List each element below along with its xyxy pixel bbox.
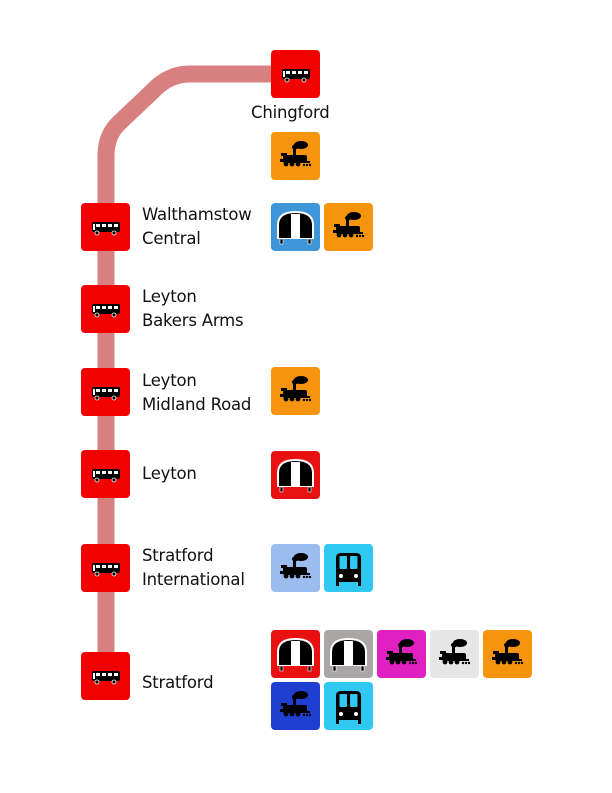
bus-glyph-icon: [92, 469, 120, 483]
stop-name-line: Walthamstow: [142, 205, 252, 224]
bus-glyph-icon: [92, 304, 120, 318]
stop-stratford-label: Stratford: [142, 671, 214, 695]
bus-glyph-icon: [92, 222, 120, 236]
tube-train-icon: [330, 638, 367, 672]
stop-name-line: Midland Road: [142, 395, 252, 414]
steam-train-icon: [333, 212, 365, 238]
stop-leyton-bakers-arms-bus-icon[interactable]: [81, 285, 130, 333]
steam-train-icon: [439, 639, 471, 665]
tube-train-icon: [277, 459, 314, 493]
stop-leyton-midland-road-label: Leyton Midland Road: [142, 369, 251, 417]
steam-train-icon: [280, 691, 312, 717]
stop-name-line: Leyton: [142, 464, 197, 483]
bus-glyph-icon: [92, 671, 120, 685]
steam-train-interchange-icon[interactable]: [430, 630, 479, 678]
bus-glyph-icon: [92, 563, 120, 577]
stop-chingford-bus-icon[interactable]: [271, 50, 320, 98]
stop-name-line: Leyton: [142, 287, 197, 306]
steam-train-interchange-icon[interactable]: [271, 682, 320, 730]
stop-name-line: Chingford: [251, 103, 330, 122]
stop-leyton-label: Leyton: [142, 462, 197, 486]
steam-train-icon: [280, 376, 312, 402]
steam-train-interchange-icon[interactable]: [324, 203, 373, 251]
tube-train-interchange-icon[interactable]: [324, 630, 373, 678]
dlr-train-icon: [336, 553, 361, 586]
stop-name-line: Stratford: [142, 673, 214, 692]
dlr-train-interchange-icon[interactable]: [324, 682, 373, 730]
steam-train-interchange-icon[interactable]: [271, 367, 320, 415]
stop-stratford-international-bus-icon[interactable]: [81, 544, 130, 592]
stop-name-line: Stratford: [142, 546, 214, 565]
stop-stratford-bus-icon[interactable]: [81, 652, 130, 700]
stop-leyton-bus-icon[interactable]: [81, 450, 130, 498]
steam-train-interchange-icon[interactable]: [271, 544, 320, 592]
tube-train-interchange-icon[interactable]: [271, 630, 320, 678]
stop-name-line: Leyton: [142, 371, 197, 390]
steam-train-interchange-icon[interactable]: [483, 630, 532, 678]
tube-train-interchange-icon[interactable]: [271, 203, 320, 251]
stop-walthamstow-central-bus-icon[interactable]: [81, 203, 130, 251]
tube-train-icon: [277, 211, 314, 245]
steam-train-icon: [492, 639, 524, 665]
stop-name-line: International: [142, 570, 245, 589]
stop-chingford-label: Chingford: [251, 101, 330, 125]
dlr-train-icon: [336, 691, 361, 724]
stop-stratford-international-label: Stratford International: [142, 544, 245, 592]
stop-name-line: Central: [142, 229, 201, 248]
bus-glyph-icon: [92, 387, 120, 401]
dlr-train-interchange-icon[interactable]: [324, 544, 373, 592]
stop-name-line: Bakers Arms: [142, 311, 244, 330]
stop-walthamstow-central-label: Walthamstow Central: [142, 203, 252, 251]
steam-train-icon: [386, 639, 418, 665]
route-line: [97, 65, 295, 680]
stop-leyton-bakers-arms-label: Leyton Bakers Arms: [142, 285, 244, 333]
steam-train-interchange-icon[interactable]: [271, 132, 320, 180]
steam-train-interchange-icon[interactable]: [377, 630, 426, 678]
tube-train-icon: [277, 638, 314, 672]
steam-train-icon: [280, 553, 312, 579]
stop-leyton-midland-road-bus-icon[interactable]: [81, 368, 130, 416]
bus-glyph-icon: [282, 69, 310, 83]
steam-train-icon: [280, 141, 312, 167]
tube-train-interchange-icon[interactable]: [271, 451, 320, 499]
